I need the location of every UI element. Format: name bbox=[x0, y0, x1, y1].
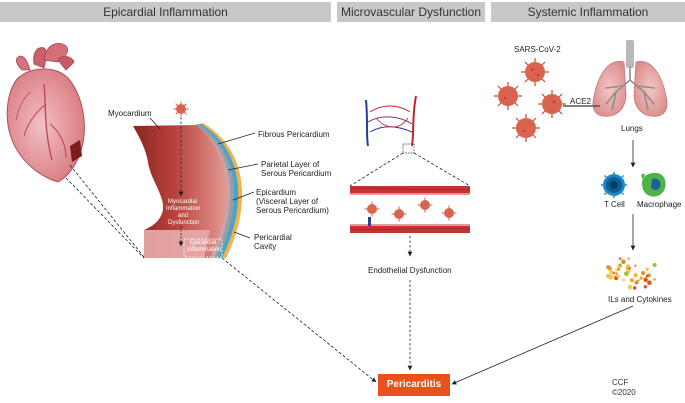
label-lungs: Lungs bbox=[621, 124, 643, 133]
label-myocardial-inflammation-2: Inflammation bbox=[166, 206, 201, 212]
label-myocardial-inflammation-1: Myocardial bbox=[168, 199, 198, 205]
cytokine-dot bbox=[629, 287, 632, 290]
capillary-bed-illustration bbox=[365, 95, 417, 154]
label-myocardial-inflammation-3: and bbox=[178, 213, 189, 219]
credit-year: ©2020 bbox=[612, 388, 636, 397]
label-ils-and-cytokines: ILs and Cytokines bbox=[608, 295, 672, 304]
label-sars-cov-2: SARS-CoV-2 bbox=[514, 45, 561, 54]
cytokine-dot bbox=[625, 266, 630, 271]
pericarditis-box: Pericarditis bbox=[378, 374, 450, 396]
cytokine-cloud bbox=[606, 257, 657, 290]
cytokine-dot bbox=[606, 274, 611, 279]
label-epicardium-1: Epicardium bbox=[256, 188, 297, 197]
label-pericardial-cavity-1: Pericardial bbox=[254, 233, 292, 242]
cytokine-dot bbox=[615, 272, 618, 275]
label-epicardial-inflammation-1: Epicardial bbox=[190, 240, 217, 246]
cytokine-dot bbox=[645, 274, 649, 278]
label-fibrous-pericardium: Fibrous Pericardium bbox=[258, 130, 330, 139]
cytokine-dot bbox=[618, 257, 622, 261]
cytokine-dot bbox=[621, 259, 626, 265]
virus-small-heart bbox=[173, 101, 189, 117]
cytokine-dot bbox=[643, 285, 648, 289]
connectors bbox=[65, 117, 636, 385]
cytokine-dot bbox=[624, 271, 629, 277]
header-microvascular-dysfunction: Microvascular Dysfunction bbox=[337, 2, 485, 22]
cytokine-dot bbox=[634, 273, 637, 277]
macrophage-icon bbox=[641, 172, 666, 197]
label-parietal-layer-1: Parietal Layer of bbox=[261, 160, 320, 169]
virus-small-vessel bbox=[364, 197, 457, 222]
label-pericardial-cavity-2: Cavity bbox=[254, 242, 277, 251]
lungs-illustration bbox=[592, 40, 668, 117]
leader-cavity bbox=[233, 231, 251, 239]
credit-ccf: CCF bbox=[612, 378, 629, 387]
leader-epicardium bbox=[232, 191, 255, 201]
label-endothelial-dysfunction: Endothelial Dysfunction bbox=[368, 266, 452, 275]
cytokine-dot bbox=[634, 264, 637, 268]
cytokine-dot bbox=[616, 264, 620, 268]
arrow-cytokines-to-pericarditis bbox=[451, 305, 634, 385]
leader-parietal bbox=[227, 163, 259, 171]
cytokine-dot bbox=[643, 277, 648, 283]
cytokine-dot bbox=[652, 262, 657, 268]
t-cell-icon bbox=[601, 172, 627, 198]
pericardium-cross-section bbox=[133, 123, 243, 258]
sars-cov-2-virus-group bbox=[494, 58, 600, 142]
leader-myocardium bbox=[149, 117, 161, 130]
virus-particle bbox=[538, 90, 566, 118]
label-macrophage: Macrophage bbox=[637, 200, 682, 209]
cytokine-dot bbox=[629, 278, 635, 283]
cytokine-dot bbox=[637, 279, 640, 282]
cytokine-dot bbox=[622, 278, 626, 282]
cytokine-dot bbox=[609, 270, 614, 275]
cytokine-dot bbox=[616, 274, 620, 278]
virus-particle bbox=[521, 58, 549, 86]
cytokine-dot bbox=[610, 274, 614, 278]
leader-fibrous bbox=[217, 132, 256, 145]
virus-particle bbox=[512, 114, 540, 142]
header-systemic-inflammation: Systemic Inflammation bbox=[491, 2, 685, 22]
label-parietal-layer-2: Serous Pericardium bbox=[261, 169, 332, 178]
cytokine-dot bbox=[606, 265, 611, 270]
arrow-epicardial-to-pericarditis bbox=[221, 257, 377, 383]
zoom-line-heart-lower bbox=[69, 164, 145, 258]
heart-illustration bbox=[6, 43, 85, 183]
virus-particle bbox=[494, 82, 522, 110]
label-epicardial-inflammation-2: Inflammation bbox=[187, 247, 222, 253]
cytokine-dot bbox=[627, 257, 631, 261]
cytokine-dot bbox=[641, 271, 646, 275]
label-myocardial-inflammation-4: Dysfunction bbox=[168, 220, 200, 226]
cytokine-dot bbox=[634, 280, 639, 285]
cytokine-dot bbox=[653, 278, 656, 281]
cytokine-dot bbox=[639, 276, 643, 280]
cytokine-dot bbox=[632, 286, 637, 290]
zoom-line-heart-bottom bbox=[65, 177, 145, 259]
cytokine-dot bbox=[615, 268, 618, 272]
cytokine-dot bbox=[617, 267, 621, 271]
header-epicardial-inflammation: Epicardial Inflammation bbox=[0, 2, 331, 22]
label-ace2: ACE2 bbox=[570, 97, 591, 106]
cytokine-dot bbox=[645, 267, 649, 271]
cytokine-dot bbox=[647, 280, 652, 286]
label-epicardium-2: (Visceral Layer of bbox=[256, 197, 319, 206]
label-epicardium-3: Serous Pericardium) bbox=[256, 206, 329, 215]
label-t-cell: T Cell bbox=[604, 200, 625, 209]
label-myocardium: Myocardium bbox=[108, 109, 152, 118]
vessel-cross-section bbox=[349, 186, 471, 233]
